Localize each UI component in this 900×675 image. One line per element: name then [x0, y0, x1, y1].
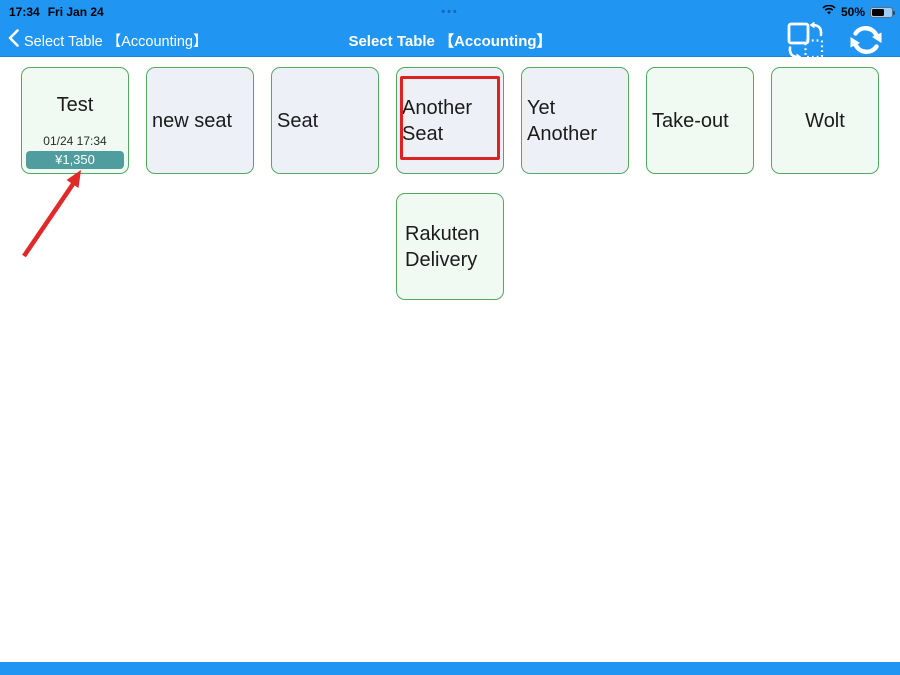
table-name: new seat — [152, 109, 233, 132]
table-button-rakuten-delivery[interactable]: Rakuten Delivery — [396, 193, 504, 300]
table-button-take-out[interactable]: Take-out — [646, 67, 754, 174]
back-button-label: Select Table 【Accounting】 — [24, 33, 208, 50]
battery-icon — [870, 6, 895, 18]
battery-percent: 50% — [840, 5, 865, 19]
clock-date: Fri Jan 24 — [47, 5, 104, 19]
table-button-seat[interactable]: Seat — [271, 67, 379, 174]
bottom-bar — [0, 662, 900, 675]
status-bar: 17:34 Fri Jan 24 ••• 50% — [0, 0, 900, 24]
table-amount-badge: ¥1,350 — [26, 151, 124, 169]
table-name: Yet Another — [527, 96, 598, 145]
table-button-test[interactable]: Test 01/24 17:34 ¥1,350 — [21, 67, 129, 174]
page-title: Select Table 【Accounting】 — [348, 32, 552, 50]
table-name: Another Seat — [402, 96, 473, 145]
table-name: Seat — [277, 109, 319, 132]
table-button-new-seat[interactable]: new seat — [146, 67, 254, 174]
multitask-dots-icon: ••• — [441, 6, 459, 18]
clock-time: 17:34 — [9, 5, 40, 19]
table-button-another-seat[interactable]: Another Seat — [396, 67, 504, 174]
table-button-wolt[interactable]: Wolt — [771, 67, 879, 174]
table-name: Test — [56, 94, 94, 116]
table-name: Wolt — [805, 109, 845, 132]
back-button[interactable]: Select Table 【Accounting】 — [0, 29, 208, 51]
table-name: Rakuten Delivery — [405, 222, 480, 271]
table-grid: Test 01/24 17:34 ¥1,350 new seat Seat An… — [0, 57, 900, 675]
move-table-layout-icon[interactable] — [787, 21, 824, 59]
refresh-icon[interactable] — [848, 22, 884, 58]
nav-bar: Select Table 【Accounting】 Select Table 【… — [0, 21, 900, 59]
table-button-yet-another[interactable]: Yet Another — [521, 67, 629, 174]
table-opened-time: 01/24 17:34 — [43, 134, 107, 148]
wifi-icon — [822, 4, 836, 19]
table-name: Take-out — [652, 109, 729, 132]
back-chevron-icon — [8, 29, 19, 51]
